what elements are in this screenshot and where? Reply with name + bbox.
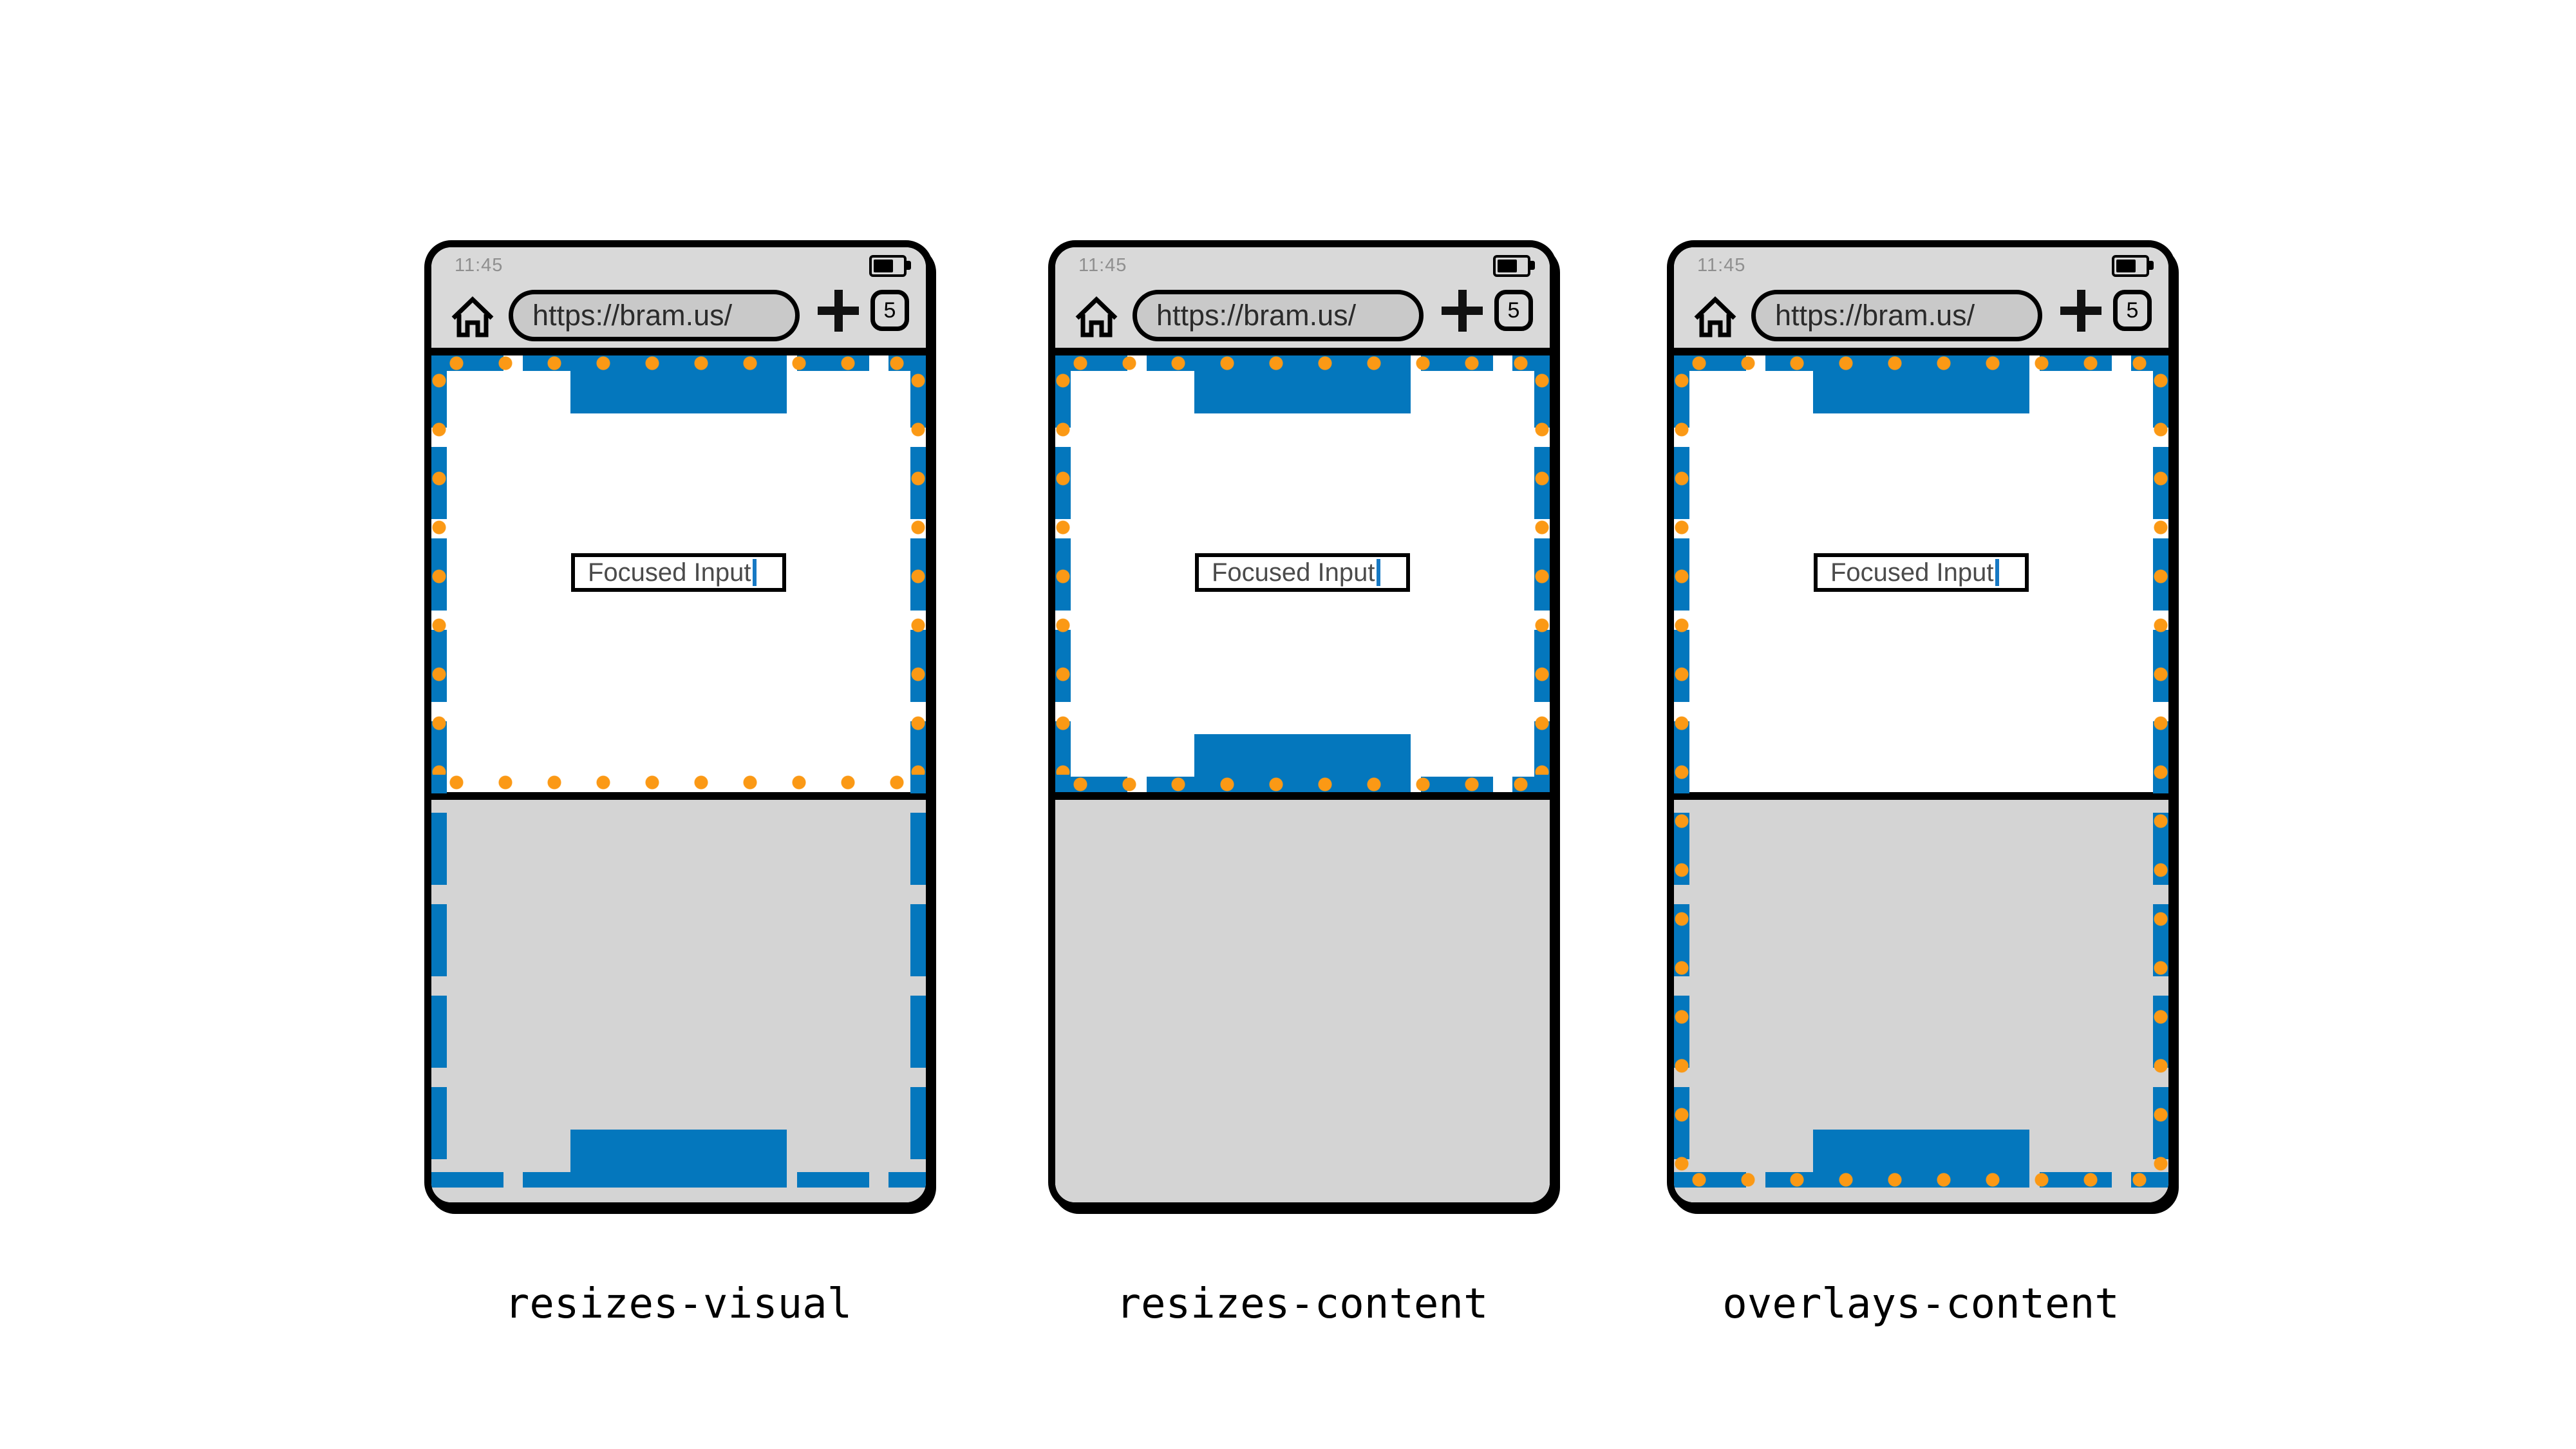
home-icon[interactable] xyxy=(448,291,497,340)
status-time: 11:45 xyxy=(1078,255,1127,276)
visual-viewport-dots-left xyxy=(1056,356,1070,775)
url-bar[interactable]: https://bram.us/ xyxy=(1133,290,1424,341)
phone-mockup-resizes-visual: 11:45 https://bram.us/ 5 Focused Input xyxy=(424,240,933,1209)
caption-resizes-content: resizes-content xyxy=(1116,1280,1489,1328)
status-time: 11:45 xyxy=(1697,255,1746,276)
text-caret xyxy=(1376,559,1380,586)
focused-input[interactable]: Focused Input xyxy=(571,553,786,592)
browser-chrome: 11:45 https://bram.us/ 5 xyxy=(431,247,926,355)
home-icon[interactable] xyxy=(1072,291,1121,340)
text-caret xyxy=(1995,559,1999,586)
visual-viewport-dots-top xyxy=(1056,356,1549,370)
battery-icon xyxy=(869,255,911,277)
phone-mockup-resizes-content: 11:45 https://bram.us/ 5 Focused Input xyxy=(1048,240,1557,1209)
plus-icon[interactable] xyxy=(1442,287,1483,334)
battery-icon xyxy=(1493,255,1535,277)
visual-viewport-dots-bottom xyxy=(1675,1173,2168,1187)
visual-viewport-dots-bottom xyxy=(1056,777,1549,791)
browser-chrome: 11:45 https://bram.us/ 5 xyxy=(1674,247,2168,355)
focused-input-value: Focused Input xyxy=(1212,558,1375,587)
visual-viewport-dots-right xyxy=(1535,356,1549,775)
focused-input[interactable]: Focused Input xyxy=(1814,553,2029,592)
url-bar[interactable]: https://bram.us/ xyxy=(1751,290,2042,341)
visual-viewport-dots-right xyxy=(2154,356,2168,1171)
plus-icon[interactable] xyxy=(2060,287,2101,334)
caption-resizes-visual: resizes-visual xyxy=(504,1280,852,1328)
visual-viewport-dots-bottom xyxy=(432,775,925,790)
visual-viewport-dots-top xyxy=(1675,356,2168,370)
focused-input[interactable]: Focused Input xyxy=(1195,553,1410,592)
visual-viewport-dots-top xyxy=(432,356,925,370)
phone-mockup-overlays-content: 11:45 https://bram.us/ 5 Focused Input xyxy=(1667,240,2176,1209)
tab-counter[interactable]: 5 xyxy=(1494,290,1533,331)
focused-input-value: Focused Input xyxy=(1830,558,1994,587)
fixed-footer-block xyxy=(570,1130,787,1188)
battery-icon xyxy=(2112,255,2154,277)
visual-viewport-dots-right xyxy=(911,356,925,775)
plus-icon[interactable] xyxy=(818,287,859,334)
home-icon[interactable] xyxy=(1691,291,1740,340)
text-caret xyxy=(752,559,757,586)
tab-counter[interactable]: 5 xyxy=(2113,290,2152,331)
virtual-keyboard-area xyxy=(1055,792,1550,1202)
visual-viewport-dots-left xyxy=(1675,356,1689,1171)
page-screen: Focused Input xyxy=(1055,355,1550,1202)
page-screen: Focused Input xyxy=(431,355,926,1202)
caption-overlays-content: overlays-content xyxy=(1722,1280,2120,1328)
visual-viewport-dots-left xyxy=(432,356,446,775)
page-screen: Focused Input xyxy=(1674,355,2168,1202)
browser-chrome: 11:45 https://bram.us/ 5 xyxy=(1055,247,1550,355)
status-time: 11:45 xyxy=(455,255,503,276)
focused-input-value: Focused Input xyxy=(588,558,751,587)
tab-counter[interactable]: 5 xyxy=(870,290,909,331)
url-bar[interactable]: https://bram.us/ xyxy=(509,290,800,341)
